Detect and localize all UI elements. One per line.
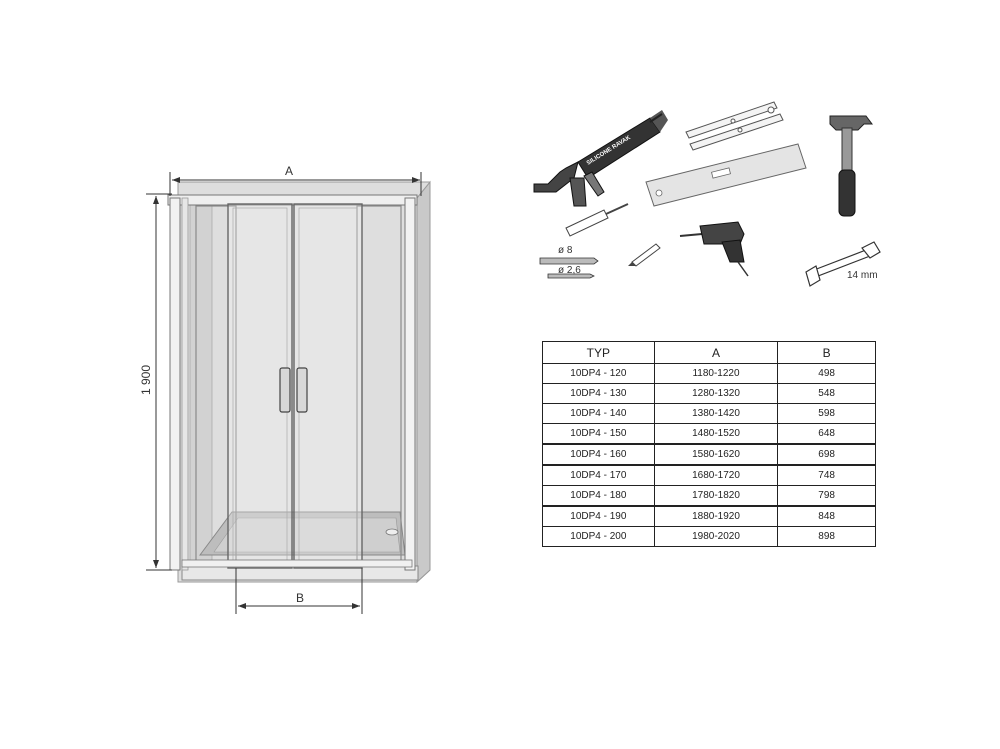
cell-b: 848: [777, 505, 876, 527]
cell-typ: 10DP4 - 180: [542, 485, 655, 507]
dimension-height-label: 1 900: [139, 365, 153, 395]
cell-b: 798: [777, 485, 876, 507]
cell-a: 1180-1220: [653, 363, 779, 384]
cell-b: 698: [777, 443, 876, 466]
power-drill-icon: [679, 221, 749, 277]
drill-bit-icon: [539, 257, 599, 279]
header-typ: TYP: [542, 341, 655, 364]
wrench-icon: [805, 241, 881, 287]
cell-typ: 10DP4 - 150: [542, 423, 655, 445]
drill-bit-8-label: ø 8: [558, 245, 573, 256]
cell-a: 1780-1820: [653, 485, 779, 507]
drill-bit-26-label: ø 2,6: [558, 265, 581, 276]
cell-typ: 10DP4 - 200: [542, 526, 655, 547]
cell-b: 498: [777, 363, 876, 384]
cell-typ: 10DP4 - 130: [542, 383, 655, 404]
cell-typ: 10DP4 - 140: [542, 403, 655, 424]
hammer-icon: [829, 115, 873, 217]
pencil-icon: [628, 243, 661, 267]
folding-rule-icon: [685, 101, 784, 151]
cell-typ: 10DP4 - 190: [542, 505, 655, 527]
door-handle-right: [296, 367, 308, 413]
header-a: A: [653, 341, 779, 364]
cell-b: 898: [777, 526, 876, 547]
spirit-level-icon: [645, 143, 807, 207]
cell-a: 1280-1320: [653, 383, 779, 404]
screwdriver-icon: [565, 203, 629, 237]
dimension-b-label: B: [296, 591, 304, 605]
wrench-size-label: 14 mm: [847, 270, 878, 281]
dimension-a-label: A: [285, 164, 293, 178]
cell-typ: 10DP4 - 120: [542, 363, 655, 384]
cell-b: 598: [777, 403, 876, 424]
cell-a: 1380-1420: [653, 403, 779, 424]
header-b: B: [777, 341, 876, 364]
cell-a: 1880-1920: [653, 505, 779, 527]
cell-a: 1680-1720: [653, 464, 779, 486]
shower-enclosure: [167, 180, 431, 584]
cell-a: 1480-1520: [653, 423, 779, 445]
cell-b: 748: [777, 464, 876, 486]
cell-typ: 10DP4 - 170: [542, 464, 655, 486]
door-handle-left: [279, 367, 291, 413]
dimension-lines: [146, 172, 422, 614]
cell-typ: 10DP4 - 160: [542, 443, 655, 466]
table-header-row: TYP A B: [542, 341, 876, 364]
cell-b: 648: [777, 423, 876, 445]
cell-b: 548: [777, 383, 876, 404]
cell-a: 1980-2020: [653, 526, 779, 547]
drain-icon: [385, 528, 399, 536]
cell-a: 1580-1620: [653, 443, 779, 466]
silicone-gun-icon: SILICONE RAVAK: [533, 110, 668, 207]
